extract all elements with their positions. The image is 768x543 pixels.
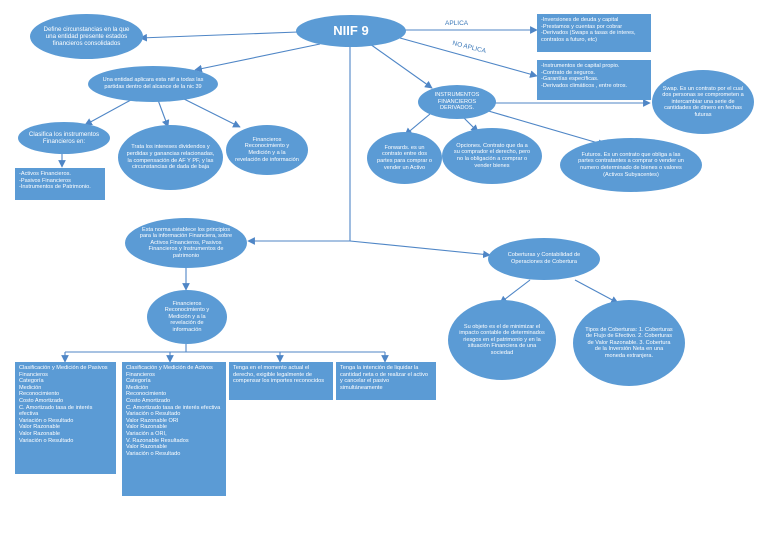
define-node: Define circunstancias en la que una enti…: [30, 14, 143, 59]
edge-financieros-bus: [65, 344, 187, 353]
norma-node: Esta norma establece los principios para…: [125, 218, 247, 268]
edge-niif-define: [139, 31, 299, 42]
clasifica-list-box: -Activos Financieros. -Pasivos Financier…: [15, 168, 105, 200]
edge-niif-noaplica: [399, 37, 538, 78]
edge-derivados-forwards: [404, 113, 431, 136]
aplica-list-box: -Inversiones de deuda y capital -Prestam…: [537, 14, 651, 52]
swap-node: Swap. Es un contrato por el cual dos per…: [652, 70, 754, 134]
trata-intereses-node: Trata los intereses dividendos y perdida…: [118, 125, 223, 190]
edge-niif-entidad: [194, 43, 321, 73]
edge-derivados-futuros: [484, 109, 606, 147]
forwards-node: Forwards. es un contrato entre dos parte…: [367, 132, 442, 184]
edge-trunk-coberturas: [349, 240, 491, 259]
opciones-node: Opciones. Contrato que da a su comprador…: [442, 128, 542, 184]
instrumentos-derivados-node: INSTRUMENTOS FINANCIEROS DERIVADOS.: [418, 85, 496, 119]
edge-entidad-financieros: [179, 96, 241, 128]
clasifica-node: Clasifica los instrumentos Financieros e…: [18, 122, 110, 154]
futuros-node: Futuros. Es un contrato que obliga a las…: [560, 138, 702, 192]
edge-coberturas-tipos: [574, 279, 619, 304]
edge-entidad-trata: [157, 99, 170, 128]
pasivos-clasificacion-box: Clasificación y Medición de Pasivos Fina…: [15, 362, 116, 474]
entidad-aplicara-node: Una entidad aplicara esta niif a todas l…: [88, 66, 218, 102]
tipos-coberturas-node: Tipos de Coberturas: 1. Coberturas de Fl…: [573, 300, 685, 386]
edge-label-aplica: APLICA: [445, 20, 469, 27]
edge-coberturas-objeto: [499, 279, 531, 304]
objeto-node: Su objeto es el de minimizar el impacto …: [448, 300, 556, 380]
activos-clasificacion-box: Clasificación y Medición de Activos Fina…: [122, 362, 226, 496]
tenga-intencion-box: Tenga la intención de liquidar la cantid…: [336, 362, 436, 400]
niif9-node: NIIF 9: [296, 15, 406, 47]
tenga-momento-box: Tenga en el momento actual el derecho, e…: [229, 362, 333, 400]
financieros-reconocimiento-top-node: Financieros Reconocimiento y Medición y …: [226, 125, 308, 175]
coberturas-node: Coberturas y Contabilidad de Operaciones…: [488, 238, 600, 280]
edge-niif-derivados: [369, 43, 433, 89]
financieros-reconocimiento-mid-node: Financieros Reconocimiento y Medición y …: [147, 290, 227, 344]
no-aplica-list-box: -Instrumentos de capital propio. -Contra…: [537, 60, 651, 100]
